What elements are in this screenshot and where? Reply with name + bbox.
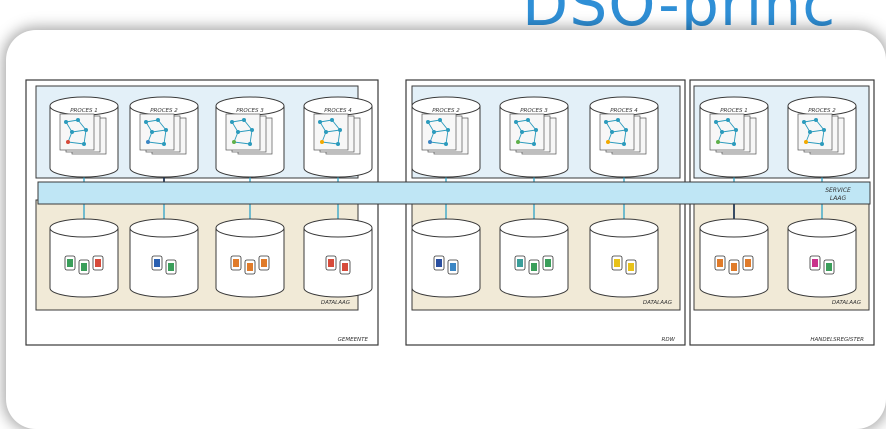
process-cylinder-1-1: [499, 96, 569, 178]
process-cylinder-0-0: [49, 96, 119, 178]
process-cylinder-1-0: [411, 96, 481, 178]
service-layer-label-line2: LAAG: [830, 195, 847, 202]
data-cylinder-0-1: [129, 218, 199, 298]
process-label: PROCES 3: [520, 108, 548, 114]
data-cylinder-2-1: [787, 218, 857, 298]
data-cylinder-2-0: [699, 218, 769, 298]
data-layer-label: DATALAAG: [321, 300, 350, 306]
group-label: GEMEENTE: [338, 337, 369, 343]
data-layer-label: DATALAAG: [832, 300, 861, 306]
process-label: PROCES 4: [324, 108, 352, 114]
process-label: PROCES 4: [610, 108, 638, 114]
service-layer-bar: [37, 181, 871, 205]
process-cylinder-0-1: [129, 96, 199, 178]
data-cylinder-1-2: [589, 218, 659, 298]
group-label: RDW: [662, 337, 676, 343]
labels: PROCES 1 PROCES 2 PROCES 3 PROCES 4 DATALAAG…: [70, 108, 864, 343]
data-cylinder-0-0: [49, 218, 119, 298]
process-cylinder-0-2: [215, 96, 285, 178]
data-layer-label: DATALAAG: [643, 300, 672, 306]
process-label: PROCES 2: [432, 108, 460, 114]
process-label: PROCES 1: [70, 108, 98, 114]
group-label: HANDELSREGISTER: [810, 337, 864, 343]
data-cylinder-1-0: [411, 218, 481, 298]
process-label: PROCES 1: [720, 108, 748, 114]
cylinders: [49, 96, 857, 298]
data-cylinder-0-2: [215, 218, 285, 298]
process-label: PROCES 2: [808, 108, 836, 114]
service-layer: SERVICE LAAG: [37, 181, 871, 205]
data-cylinder-1-1: [499, 218, 569, 298]
data-cylinder-0-3: [303, 218, 373, 298]
service-layer-label-line1: SERVICE: [825, 187, 851, 194]
process-label: PROCES 3: [236, 108, 264, 114]
process-label: PROCES 2: [150, 108, 178, 114]
process-cylinder-0-3: [303, 96, 373, 178]
process-cylinder-1-2: [589, 96, 659, 178]
process-cylinder-2-0: [699, 96, 769, 178]
process-cylinder-2-1: [787, 96, 857, 178]
